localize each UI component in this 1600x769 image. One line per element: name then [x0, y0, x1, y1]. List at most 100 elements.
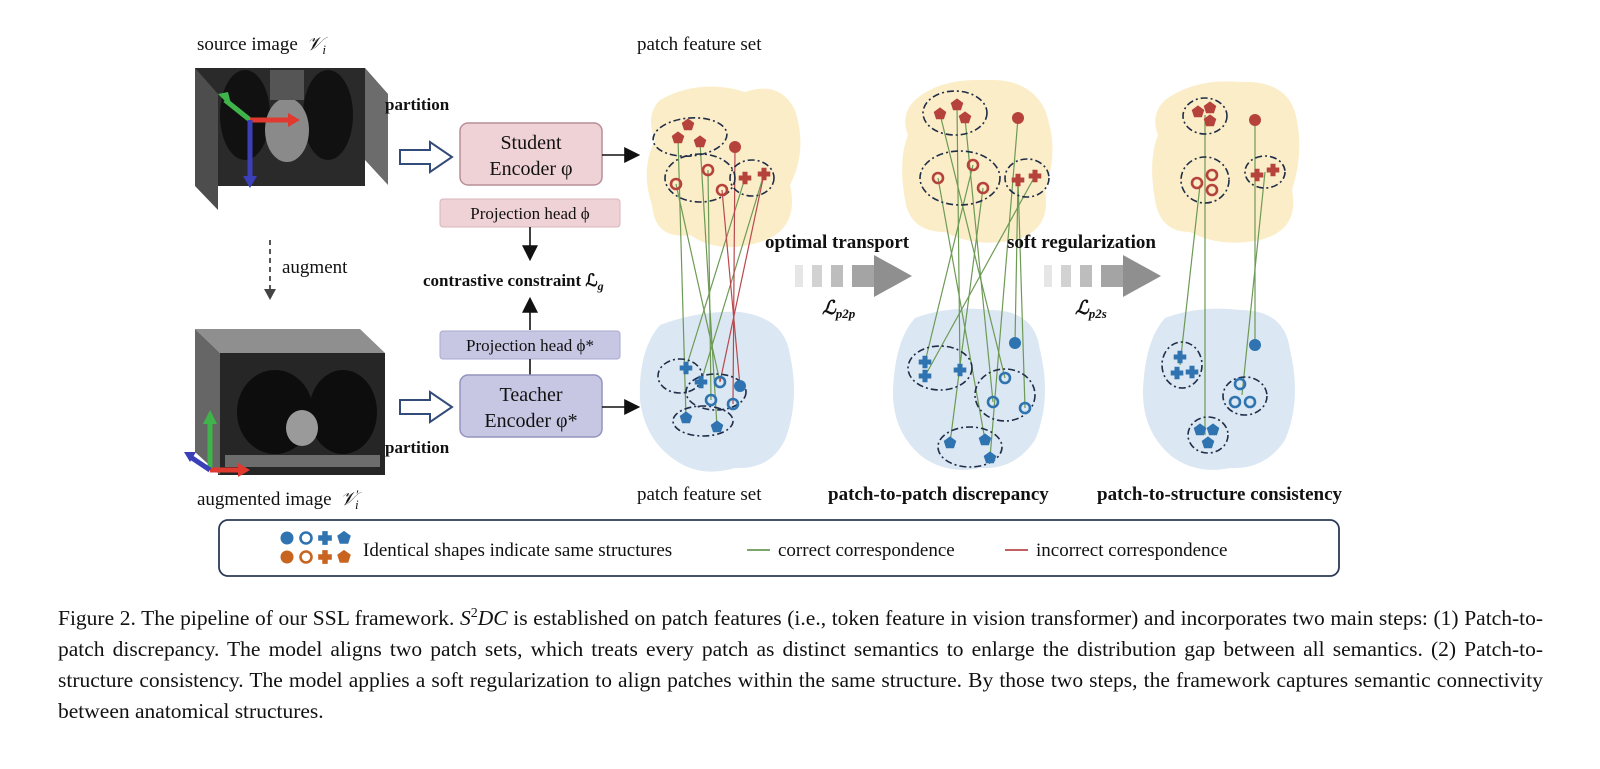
student-encoder-box	[459, 122, 603, 186]
ring-marker	[1243, 395, 1257, 409]
source-ct-volume	[195, 68, 388, 210]
correspondence-line	[721, 189, 741, 387]
student-encoder-title: Student	[500, 132, 562, 154]
partition-label-top: partition	[385, 95, 450, 114]
pent-marker	[1206, 423, 1220, 436]
partition-arrow-top	[399, 140, 454, 174]
structure-cluster-outline	[1182, 97, 1228, 135]
ring-marker	[1205, 183, 1219, 197]
structure-cluster-outline	[729, 159, 775, 197]
cross-marker	[1173, 350, 1187, 364]
dot-marker	[1249, 339, 1261, 351]
correspondence-line	[1014, 179, 1019, 344]
structure-cluster-outline	[1187, 416, 1229, 454]
ring-marker	[998, 371, 1012, 385]
teacher-encoder-title: Teacher	[500, 384, 563, 406]
structure-cluster-outline	[922, 90, 988, 136]
cross-marker	[757, 167, 771, 181]
dot-marker	[280, 550, 294, 564]
ring-marker	[704, 393, 718, 407]
cross-marker	[1250, 168, 1264, 182]
cross-marker	[679, 361, 693, 375]
correspondence-line	[719, 173, 765, 383]
correspondence-line	[1179, 184, 1201, 366]
pipeline-figure: source image 𝒱i partition augment partit…	[184, 34, 1343, 577]
patch-feature-set-label-bottom: patch feature set	[637, 484, 762, 505]
ring-marker	[1233, 377, 1247, 391]
cross-marker	[738, 171, 752, 185]
teacher-feature-cloud-3	[1142, 308, 1295, 470]
dot-marker	[729, 141, 741, 153]
soft-regularization-label: soft regularization	[1007, 232, 1156, 253]
legend-incorrect-text: incorrect correspondence	[1036, 540, 1227, 561]
teacher-projection-head-label: Projection head ϕ*	[466, 336, 594, 355]
correspondence-line	[924, 175, 1036, 377]
teacher-feature-cloud-1	[639, 311, 794, 472]
loss-p2s-label: ℒp2s	[1075, 298, 1107, 321]
legend-box	[218, 519, 1340, 577]
teacher-encoder-symbol: Encoder φ*	[484, 410, 577, 432]
dot-marker	[1009, 337, 1021, 349]
correspondence-line	[699, 141, 718, 428]
source-image-label: source image 𝒱i	[197, 34, 329, 57]
soft-regularization-arrow	[1044, 255, 1161, 297]
cross-marker	[694, 375, 708, 389]
partition-label-bottom: partition	[385, 438, 450, 457]
correspondence-line	[700, 173, 765, 383]
correspondence-line	[1241, 171, 1266, 396]
pent-marker	[1203, 101, 1217, 114]
optimal-transport-arrow	[795, 255, 912, 297]
structure-cluster-outline	[652, 116, 728, 158]
cross-marker	[918, 355, 932, 369]
structure-cluster-outline	[1244, 155, 1286, 189]
structure-cluster-outline	[919, 150, 1001, 206]
contrastive-constraint-label: contrastive constraint ℒg	[423, 271, 604, 293]
cross-marker	[318, 550, 332, 564]
structure-cluster-outline	[937, 426, 1003, 468]
legend-correct-text: correct correspondence	[778, 540, 955, 561]
correspondence-line	[685, 177, 746, 369]
ring-marker	[1205, 168, 1219, 182]
student-feature-cloud-3	[1152, 81, 1300, 243]
cross-marker	[1266, 163, 1280, 177]
augmented-image-label: augmented image 𝒱′i	[197, 487, 362, 512]
cross-marker	[1185, 365, 1199, 379]
cross-marker	[918, 369, 932, 383]
pent-marker	[1193, 423, 1207, 436]
partition-arrow-bottom	[399, 390, 454, 424]
ring-marker	[299, 550, 313, 564]
figure-caption: Figure 2. The pipeline of our SSL framew…	[58, 598, 1543, 727]
ring-marker	[299, 531, 313, 545]
student-projection-head-label: Projection head ϕ	[470, 204, 589, 223]
pent-marker	[978, 433, 992, 446]
ring-marker	[701, 163, 715, 177]
correspondence-line	[924, 164, 974, 363]
pent-marker	[671, 131, 685, 144]
ring-marker	[976, 181, 990, 195]
ring-marker	[966, 158, 980, 172]
dot-marker	[1012, 112, 1024, 124]
correspondence-line	[956, 104, 961, 371]
structure-cluster-outline	[1161, 341, 1203, 389]
correspondence-line	[949, 187, 984, 444]
ring-marker	[713, 375, 727, 389]
ring-marker	[986, 395, 1000, 409]
structure-cluster-outline	[672, 405, 734, 437]
pent-marker	[958, 111, 972, 124]
correspondence-line	[989, 117, 1019, 459]
loss-p2p-label: ℒp2p	[822, 298, 856, 321]
structure-cluster-outline	[907, 345, 973, 391]
structure-cluster-outline	[1004, 158, 1050, 198]
caption-prefix: Figure 2. The pipeline of our SSL framew…	[58, 606, 455, 631]
teacher-encoder-box	[459, 374, 603, 438]
cross-marker	[318, 531, 332, 545]
structure-cluster-outline	[1222, 376, 1268, 416]
student-encoder-symbol: Encoder φ	[489, 158, 572, 180]
cross-marker	[1011, 173, 1025, 187]
correspondence-line	[707, 169, 712, 401]
pent-marker	[950, 98, 964, 111]
caption-body: is established on patch features (i.e., …	[58, 606, 1544, 724]
cross-marker	[1028, 169, 1042, 183]
legend-shapes-text: Identical shapes indicate same structure…	[363, 540, 672, 561]
ring-marker	[1018, 401, 1032, 415]
